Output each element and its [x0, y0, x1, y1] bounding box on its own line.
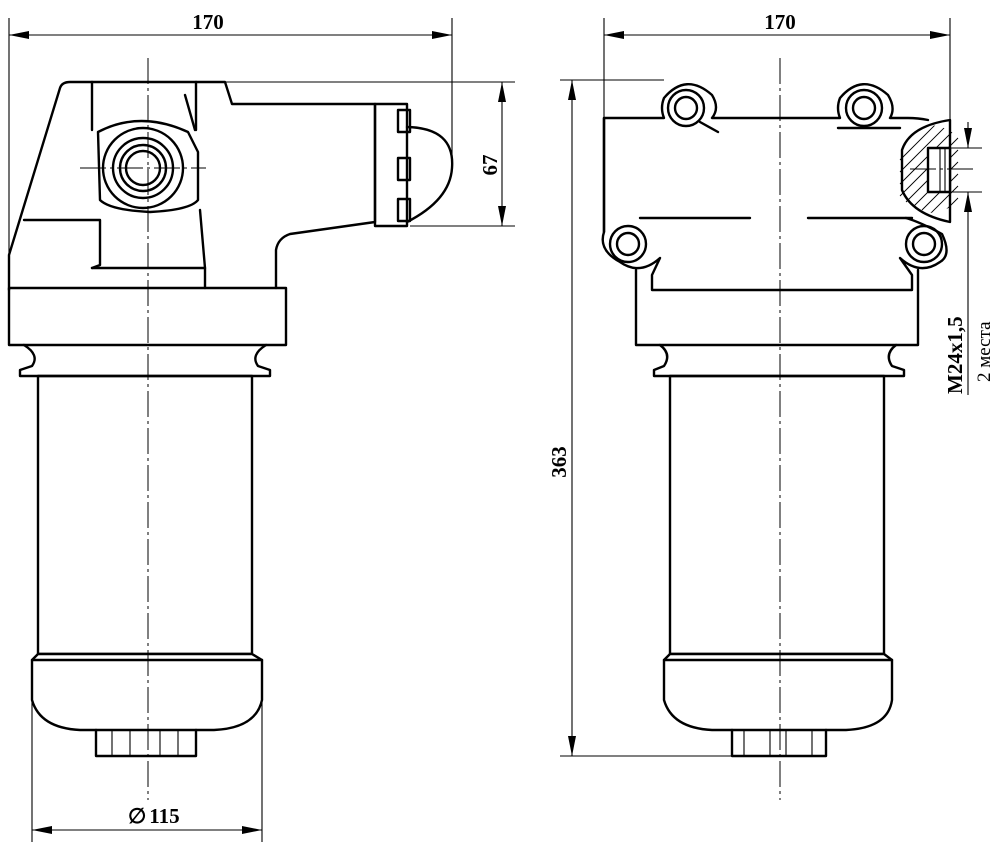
front-view [601, 58, 975, 800]
dimension-width-left: 170 [192, 10, 224, 34]
threaded-port-section [899, 118, 959, 224]
front-view-neck [652, 343, 906, 378]
mounting-hole-bottom-left [608, 224, 648, 264]
side-view-base [7, 286, 288, 347]
side-view-housing [7, 80, 377, 292]
thread-spec: M24x1,5 [943, 316, 967, 394]
indicator-plate [373, 102, 409, 228]
front-view-bowl-cap [662, 652, 894, 732]
side-view-bowl-cap [30, 652, 264, 732]
side-view [7, 58, 454, 800]
side-view-bowl [36, 374, 254, 656]
thread-quantity: 2 места [974, 321, 995, 382]
mounting-hole-bottom-right [904, 224, 944, 264]
front-view-housing [601, 83, 948, 292]
side-view-drain-nut [94, 728, 198, 758]
indicator-dome [405, 125, 454, 224]
dimension-diameter: ∅115 [128, 804, 180, 828]
diameter-symbol: ∅ [128, 804, 146, 828]
side-view-neck [18, 343, 272, 378]
threaded-port-bore [926, 146, 952, 194]
front-view-dimensions: 170 363 M24x1,5 2 места [547, 10, 995, 757]
front-view-drain-nut [730, 728, 828, 758]
diameter-value: 115 [149, 804, 179, 828]
dimension-height-left: 67 [478, 155, 502, 176]
mounting-hole-top-right [844, 88, 884, 128]
front-view-bowl [668, 374, 886, 656]
mounting-hole-top-left [666, 88, 706, 128]
dimension-height-right: 363 [547, 446, 571, 478]
side-view-dimensions: 170 67 ∅115 [8, 10, 515, 842]
dimension-width-right: 170 [764, 10, 796, 34]
